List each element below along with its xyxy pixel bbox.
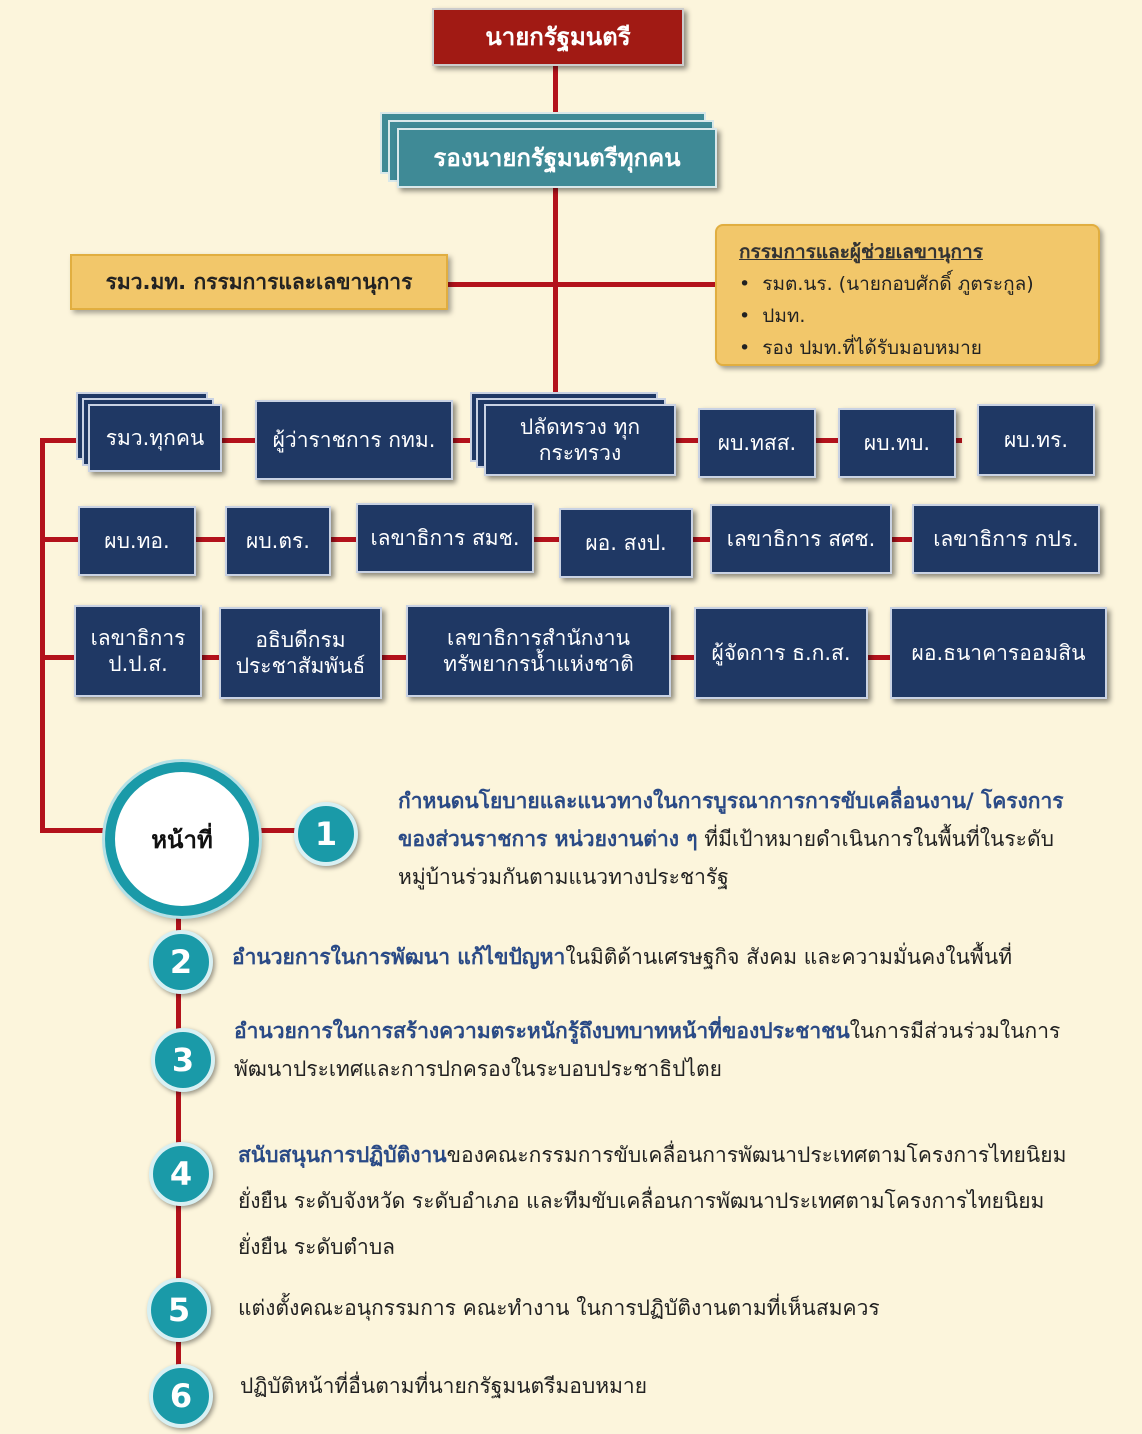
org-box: เลขาธิการ สศช. <box>710 504 892 574</box>
connector <box>553 60 558 405</box>
assistants-box: กรรมการและผู้ช่วยเลขานุการ • รมต.นร. (นา… <box>715 224 1100 366</box>
org-box: เลขาธิการสำนักงาน ทรัพยากรน้ำแห่งชาติ <box>406 605 671 697</box>
duty-number: 2 <box>149 930 213 994</box>
deputy-box: รองนายกรัฐมนตรีทุกคน <box>397 128 717 188</box>
duty-number: 3 <box>151 1028 215 1092</box>
org-box: ผู้จัดการ ธ.ก.ส. <box>694 607 868 699</box>
org-box: อธิบดีกรม ประชาสัมพันธ์ <box>219 607 382 699</box>
org-box: ผบ.ทอ. <box>78 506 196 576</box>
duty-number: 1 <box>294 802 358 866</box>
org-box: เลขาธิการ กปร. <box>912 504 1100 574</box>
org-box: เลขาธิการ สมช. <box>356 503 534 573</box>
assistant-item: • ปมท. <box>739 305 806 327</box>
org-box: ผอ.ธนาคารออมสิน <box>890 607 1107 699</box>
duty-text: แต่งตั้งคณะอนุกรรมการ คณะทำงาน ในการปฏิบ… <box>238 1296 880 1320</box>
duty-text: อำนวยการในการสร้างความตระหนักรู้ถึงบทบาท… <box>234 1019 1061 1081</box>
org-box: ผบ.ทสส. <box>698 408 816 478</box>
org-box: เลขาธิการ ป.ป.ส. <box>74 605 202 697</box>
connector <box>445 282 720 287</box>
connector <box>42 537 1042 542</box>
assistant-item: • รมต.นร. (นายกอบศักดิ์ ภูตระกูล) <box>739 273 1034 295</box>
connector <box>40 438 45 833</box>
duties-label: หน้าที่ <box>105 762 259 916</box>
duty-number: 5 <box>147 1278 211 1342</box>
duty-text: ปฏิบัติหน้าที่อื่นตามที่นายกรัฐมนตรีมอบห… <box>240 1374 648 1398</box>
org-box: ผู้ว่าราชการ กทม. <box>255 400 453 480</box>
duty-number: 4 <box>149 1142 213 1206</box>
duty-text: อำนวยการในการพัฒนา แก้ไขปัญหาในมิติด้านเ… <box>232 945 1013 969</box>
duty-text: สนับสนุนการปฏิบัติงานของคณะกรรมการขับเคล… <box>238 1143 1067 1259</box>
org-box: ผอ. สงป. <box>559 508 693 578</box>
org-box: ผบ.ตร. <box>225 506 331 576</box>
org-box: รมว.ทุกคน <box>88 404 222 472</box>
org-box: ผบ.ทร. <box>977 404 1095 476</box>
duty-text: กำหนดนโยบายและแนวทางในการบูรณาการการขับเ… <box>398 789 1064 889</box>
moi-box: รมว.มท. กรรมการและเลขานุการ <box>70 254 448 310</box>
pm-box: นายกรัฐมนตรี <box>432 8 684 66</box>
duty-number: 6 <box>149 1364 213 1428</box>
assistants-title: กรรมการและผู้ช่วยเลขานุการ <box>739 241 983 263</box>
assistant-item: • รอง ปมท.ที่ได้รับมอบหมาย <box>739 337 982 359</box>
org-box: ปลัดทรวง ทุกกระทรวง <box>484 404 676 476</box>
org-box: ผบ.ทบ. <box>838 408 956 478</box>
